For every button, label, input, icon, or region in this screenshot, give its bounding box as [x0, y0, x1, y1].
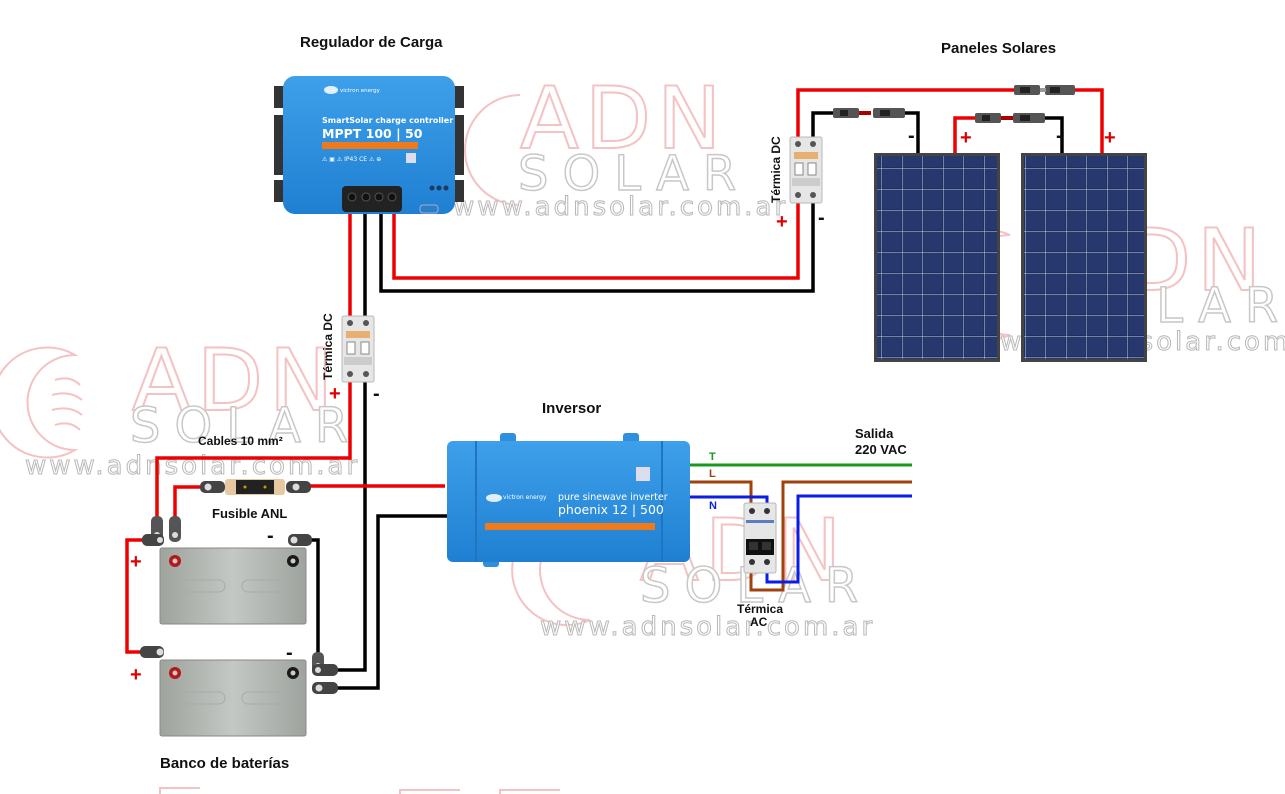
watermark-top: ADN SOLAR www.adnsolar.com.ar [453, 68, 788, 223]
polarity-plus-battery2: + [130, 664, 142, 686]
polarity-minus-panel2: - [1056, 125, 1063, 147]
ring-lug-icon [288, 534, 312, 546]
bluetooth-port [419, 204, 439, 214]
inverter-title: Inversor [542, 400, 601, 417]
watermark-bottom: ADN SOLAR www.adnsolar.com.ar [511, 500, 875, 643]
ac-breaker-label-line2: AC [750, 615, 768, 629]
ac-breaker-label-line1: Térmica [737, 602, 783, 616]
terminal-block [342, 186, 402, 212]
cable-lugs [140, 481, 338, 694]
ring-lug-icon [169, 516, 181, 542]
polarity-plus-pv: + [776, 211, 788, 233]
wire-ac-neutral-out [765, 494, 912, 584]
ring-lug-icon [312, 664, 338, 676]
wire-label-earth: T [709, 451, 716, 463]
cables-label: Cables 10 mm² [198, 434, 283, 448]
watermark-url-text: www.adnsolar.com.ar [453, 192, 788, 222]
ring-lug-icon [200, 481, 225, 493]
solar-panels-title: Paneles Solares [941, 40, 1056, 57]
wire-pv-negative-panel1 [905, 111, 920, 155]
wire-pv-negative [379, 111, 845, 293]
dc-breaker-battery-label: Térmica DC [321, 313, 335, 380]
output-label-line2: 220 VAC [855, 442, 907, 457]
solar-panel-2[interactable] [1021, 153, 1147, 362]
battery-1[interactable] [159, 547, 307, 625]
solar-panel-1[interactable] [874, 153, 1000, 362]
qr-code-icon [406, 153, 416, 163]
mc4-connector-icon [975, 113, 1045, 123]
inverter[interactable]: victron energy pure sinewave inverter ph… [447, 433, 690, 567]
watermark-adn-text: ADN [520, 69, 727, 169]
battery-2[interactable] [159, 659, 307, 737]
controller-certifications: ⚠ ▣ ⚠ IP43 CE ⚠ ⊕ [322, 156, 381, 163]
inverter-body [447, 441, 690, 562]
ring-lug-icon [286, 481, 311, 493]
mc4-connector-icon [833, 108, 905, 118]
dc-breaker-pv-label: Térmica DC [769, 136, 783, 203]
victron-logo-icon [324, 86, 338, 94]
wire-ac-neutral-in [690, 495, 769, 505]
watermark-left: ADN SOLAR www.adnsolar.com.ar [0, 330, 362, 482]
mc4-connector-icon [1014, 85, 1075, 95]
battery-bank-title: Banco de baterías [160, 755, 289, 772]
polarity-plus-panel1: + [960, 127, 972, 149]
fuse-label: Fusible ANL [212, 506, 287, 521]
watermark-logo-icon [464, 94, 521, 206]
pv-wiring [379, 88, 1104, 293]
ac-wiring [690, 463, 912, 592]
wire-ac-line-out [749, 480, 912, 592]
output-label-line1: Salida [855, 426, 894, 441]
polarity-minus-battery-line: - [373, 383, 380, 405]
status-leds [429, 185, 449, 191]
wire-pv-positive [392, 88, 1020, 280]
qr-code-icon [636, 467, 650, 481]
watermark-url-text: www.adnsolar.com.ar [25, 451, 360, 481]
ring-lug-icon [312, 682, 338, 694]
controller-brand: victron energy [340, 88, 381, 94]
battery-wiring [125, 205, 447, 690]
wire-panel-series-negative [1045, 116, 1064, 155]
wire-fuse-battery [173, 485, 200, 525]
polarity-plus-battery1: + [130, 551, 142, 573]
orange-stripe [485, 523, 655, 530]
mc4-connectors [833, 85, 1075, 123]
watermark-adn-text: ADN [132, 331, 339, 431]
anl-fuse[interactable] [225, 479, 285, 495]
wire-battery-parallel-negative [310, 538, 320, 660]
watermark-solar-text: SOLAR [640, 558, 872, 614]
wire-label-neutral: N [709, 500, 717, 512]
inverter-body-edges [475, 441, 663, 562]
ring-lug-icon [140, 646, 164, 658]
victron-logo-icon [486, 494, 502, 502]
charge-controller-title: Regulador de Carga [300, 34, 443, 51]
charge-controller[interactable]: victron energy SmartSolar charge control… [274, 76, 464, 214]
dc-breaker-battery[interactable] [341, 315, 375, 383]
wire-label-line: L [709, 468, 716, 480]
watermark-url-text: www.adnsolar.com.ar [540, 612, 875, 642]
wire-inverter-negative [335, 514, 447, 690]
wire-battery-parallel-positive [125, 538, 145, 654]
wire-pv-positive-panel2 [1075, 88, 1104, 155]
controller-model: MPPT 100 | 50 [322, 126, 423, 141]
dc-breaker-pv[interactable] [789, 136, 823, 204]
inverter-model: phoenix 12 | 500 [558, 502, 664, 517]
polarity-plus-battery-line: + [329, 383, 341, 405]
watermark-solar-text: SOLAR [518, 146, 750, 202]
wire-panel-series-positive [953, 116, 975, 155]
watermark-logo-icon [0, 346, 83, 459]
polarity-minus-pv: - [818, 207, 825, 229]
controller-product-line: SmartSolar charge controller [322, 116, 453, 125]
polarity-minus-battery2: - [286, 642, 293, 664]
inverter-product-line: pure sinewave inverter [558, 492, 668, 503]
watermark-solar-text: SOLAR [130, 398, 362, 454]
watermark-bottom-edge [159, 787, 560, 794]
polarity-minus-panel1: - [908, 125, 915, 147]
polarity-minus-battery1: - [267, 525, 274, 547]
ac-breaker[interactable] [743, 502, 777, 574]
ring-lug-icon [142, 534, 164, 546]
polarity-plus-panel2: + [1104, 127, 1116, 149]
orange-stripe [322, 142, 418, 149]
inverter-brand: victron energy [503, 494, 547, 501]
